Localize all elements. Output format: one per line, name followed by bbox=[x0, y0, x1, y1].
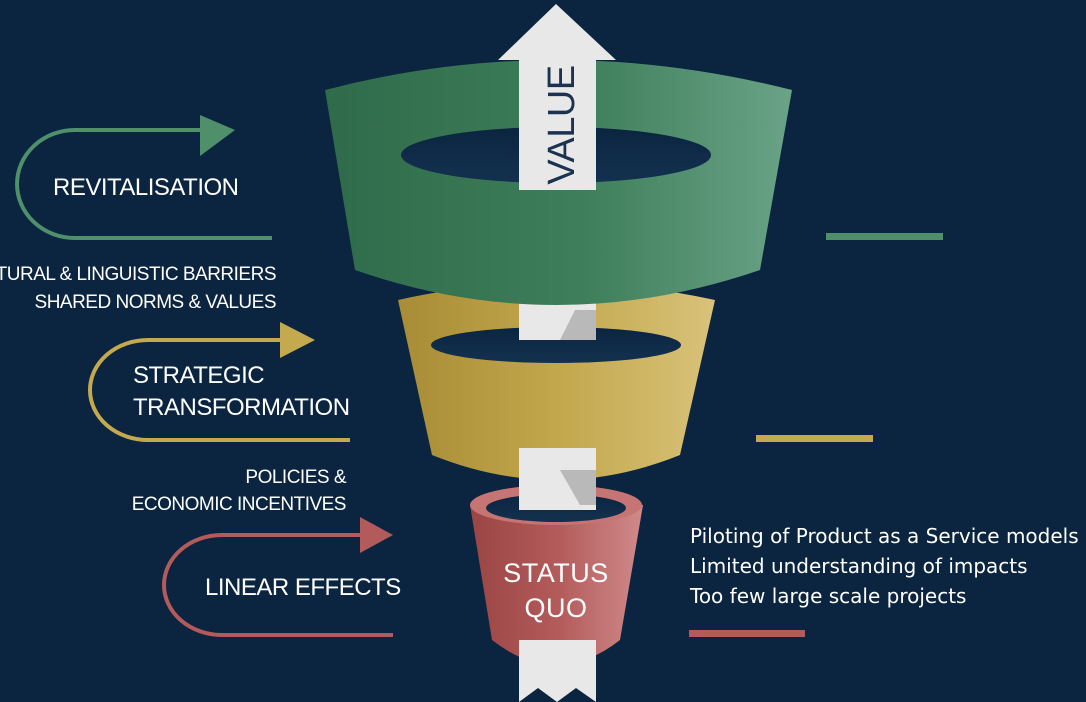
barrier-upper-line1: CULTURAL & LINGUISTIC BARRIERS bbox=[0, 264, 276, 285]
strategic-label-line1: STRATEGIC bbox=[133, 362, 264, 389]
linear-label: LINEAR EFFECTS bbox=[205, 574, 401, 601]
value-arrow: VALUE bbox=[498, 4, 616, 190]
revitalisation-arrow bbox=[15, 115, 272, 240]
funnel-segment-gold bbox=[398, 282, 715, 480]
status-quo-label-line2: QUO bbox=[524, 593, 587, 623]
revitalisation-label: REVITALISATION bbox=[53, 174, 238, 201]
gold-marker-line bbox=[756, 435, 873, 442]
funnel-segment-red bbox=[470, 485, 643, 665]
barrier-upper-line2: SHARED NORMS & VALUES bbox=[35, 292, 276, 313]
barrier-lower-line1: POLICIES & bbox=[245, 467, 346, 488]
value-arrow-shaft-middle bbox=[519, 300, 596, 510]
value-arrow-tail bbox=[519, 640, 596, 702]
strategic-label-line2: TRANSFORMATION bbox=[133, 394, 350, 421]
status-quo-note-2: Limited understanding of impacts bbox=[690, 554, 1028, 578]
linear-arrow bbox=[162, 517, 393, 637]
strategic-arrow bbox=[88, 322, 350, 442]
status-quo-note-1: Piloting of Product as a Service models bbox=[690, 524, 1079, 548]
barrier-lower-line2: ECONOMIC INCENTIVES bbox=[132, 494, 346, 515]
status-quo-note-3: Too few large scale projects bbox=[690, 584, 967, 608]
value-arrow-label: VALUE bbox=[541, 65, 583, 184]
status-quo-label-line1: STATUS bbox=[503, 558, 609, 588]
red-marker-line bbox=[689, 630, 805, 637]
green-marker-line bbox=[826, 233, 943, 240]
